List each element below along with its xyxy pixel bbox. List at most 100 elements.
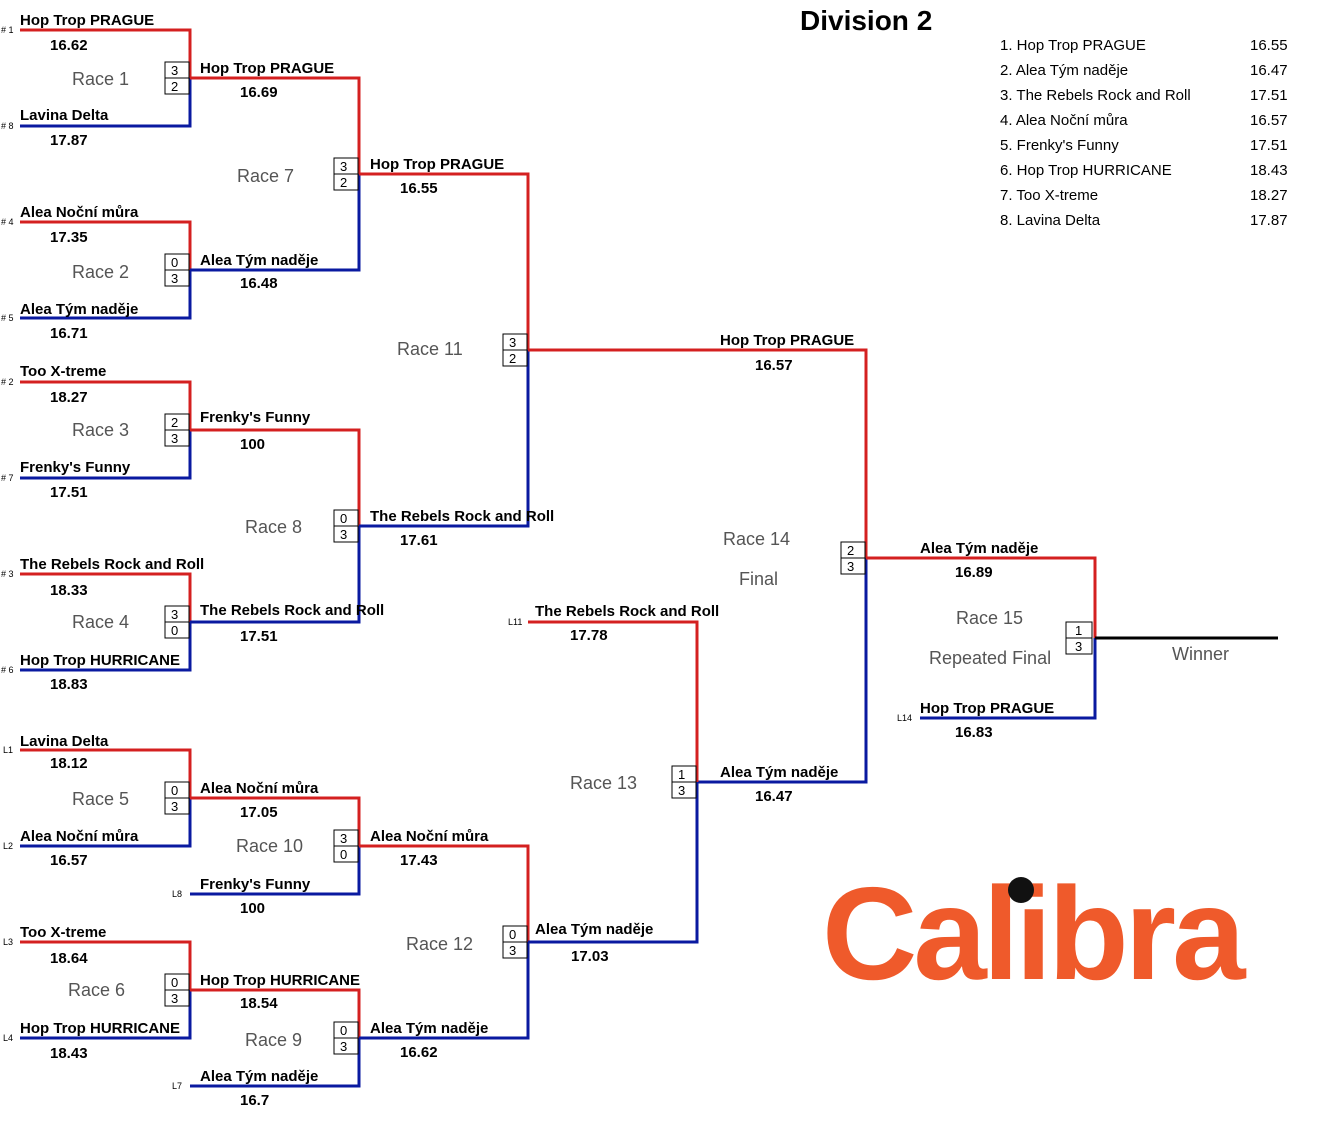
score-bottom: 3 [678, 783, 685, 798]
score-top: 3 [340, 831, 347, 846]
bracket-line-red [190, 428, 361, 526]
bracket-line-blue [359, 350, 530, 528]
score-top: 0 [171, 783, 178, 798]
score-bottom: 0 [171, 623, 178, 638]
team-name: Lavina Delta [20, 107, 109, 124]
standing-label: 1. Hop Trop PRAGUE [1000, 37, 1146, 54]
seed-label: L11 [508, 617, 522, 627]
score-top: 1 [1075, 623, 1082, 638]
score-top: 0 [171, 975, 178, 990]
score-bottom: 3 [171, 271, 178, 286]
score-top: 0 [509, 927, 516, 942]
winner-time: 16.57 [755, 357, 793, 374]
race-9: Race 9 0 3 Alea Tým naděje 16.62 [245, 1020, 488, 1061]
score-bottom: 3 [1075, 639, 1082, 654]
winner-time: 16.48 [240, 275, 278, 292]
calibra-logo: Calibra [822, 860, 1251, 1007]
score-box [840, 557, 866, 575]
winner-name: Alea Noční můra [200, 780, 319, 797]
winner-time: 18.54 [240, 995, 278, 1012]
winner-name: Hop Trop PRAGUE [370, 156, 504, 173]
bracket-line-red [20, 28, 192, 78]
team-time: 17.78 [570, 627, 608, 644]
bracket-line-blue [190, 174, 361, 272]
standing-time: 17.87 [1250, 212, 1288, 229]
seed-label: # 6 [1, 665, 14, 675]
bracket-line-red [190, 76, 361, 174]
team-time: 18.43 [50, 1045, 88, 1062]
score-bottom: 3 [509, 943, 516, 958]
team-time: 100 [240, 900, 265, 917]
score-box [502, 349, 528, 367]
bracket-line-blue [20, 78, 192, 128]
score-top: 3 [171, 607, 178, 622]
bracket-line-blue [190, 846, 361, 896]
seed-label: # 1 [1, 25, 14, 35]
winner-name: The Rebels Rock and Roll [370, 508, 554, 525]
bracket-line-blue [190, 526, 361, 624]
race-label: Race 5 [72, 789, 129, 809]
score-bottom: 0 [340, 847, 347, 862]
score-top: 2 [171, 415, 178, 430]
bracket-line-red [20, 380, 192, 430]
winner-name: The Rebels Rock and Roll [200, 602, 384, 619]
winner-name: Alea Tým naděje [200, 252, 318, 269]
bracket-line-red [866, 556, 1097, 638]
team-time: 18.83 [50, 676, 88, 693]
winner-name: Hop Trop PRAGUE [720, 332, 854, 349]
standing-time: 17.51 [1250, 87, 1288, 104]
team-time: 18.12 [50, 755, 88, 772]
race-label: Race 13 [570, 773, 637, 793]
bracket-line-blue [359, 942, 530, 1040]
team-time: 18.64 [50, 950, 88, 967]
bracket-line-red [20, 572, 192, 622]
score-bottom: 3 [340, 527, 347, 542]
logo-wordmark: Calibra [822, 860, 1247, 1007]
race-7: Race 7 3 2 Hop Trop PRAGUE 16.55 [237, 156, 504, 197]
standing-label: 6. Hop Trop HURRICANE [1000, 162, 1172, 179]
logo-dot [1008, 877, 1034, 903]
team-time: 16.71 [50, 325, 88, 342]
team-name: Alea Noční můra [20, 204, 139, 221]
winner-name: Alea Tým naděje [535, 921, 653, 938]
bracket-line-blue [20, 430, 192, 480]
score-box [164, 797, 190, 815]
seed-label: L3 [3, 937, 13, 947]
score-top: 0 [340, 1023, 347, 1038]
bracket-line-red [359, 172, 530, 350]
race-label: Race 1 [72, 69, 129, 89]
winner-time: 17.61 [400, 532, 438, 549]
race-15: Race 15 Repeated Final 1 3 Winner [929, 608, 1229, 668]
score-top: 3 [171, 63, 178, 78]
winner-time: 17.03 [571, 948, 609, 965]
team-name: The Rebels Rock and Roll [535, 603, 719, 620]
race-subtitle: Repeated Final [929, 648, 1051, 668]
seed-label: # 4 [1, 217, 14, 227]
team-name: Alea Tým naděje [20, 301, 138, 318]
standing-label: 4. Alea Noční můra [1000, 112, 1128, 129]
entries: # 1 Hop Trop PRAGUE 16.62 # 8 Lavina Del… [1, 12, 1054, 1109]
standing-time: 16.55 [1250, 37, 1288, 54]
seed-label: L14 [897, 713, 912, 723]
team-name: Too X-treme [20, 363, 106, 380]
score-box [671, 781, 697, 799]
bracket-line-blue [697, 558, 868, 784]
standing-time: 18.27 [1250, 187, 1288, 204]
bracket-lines [20, 28, 1278, 1088]
race-11: Race 11 3 2 Hop Trop PRAGUE 16.57 [397, 332, 854, 374]
team-time: 16.7 [240, 1092, 269, 1109]
race-label: Race 9 [245, 1030, 302, 1050]
score-box [164, 269, 190, 287]
score-bottom: 3 [171, 431, 178, 446]
score-top: 0 [171, 255, 178, 270]
team-name: Hop Trop HURRICANE [20, 652, 180, 669]
seed-label: L1 [3, 745, 13, 755]
division-title: Division 2 [800, 5, 932, 36]
winner-time: 16.55 [400, 180, 438, 197]
bracket-line-blue [20, 990, 192, 1040]
race-label: Race 15 [956, 608, 1023, 628]
score-top: 3 [509, 335, 516, 350]
winner-name: Frenky's Funny [200, 409, 311, 426]
score-box [164, 621, 190, 639]
